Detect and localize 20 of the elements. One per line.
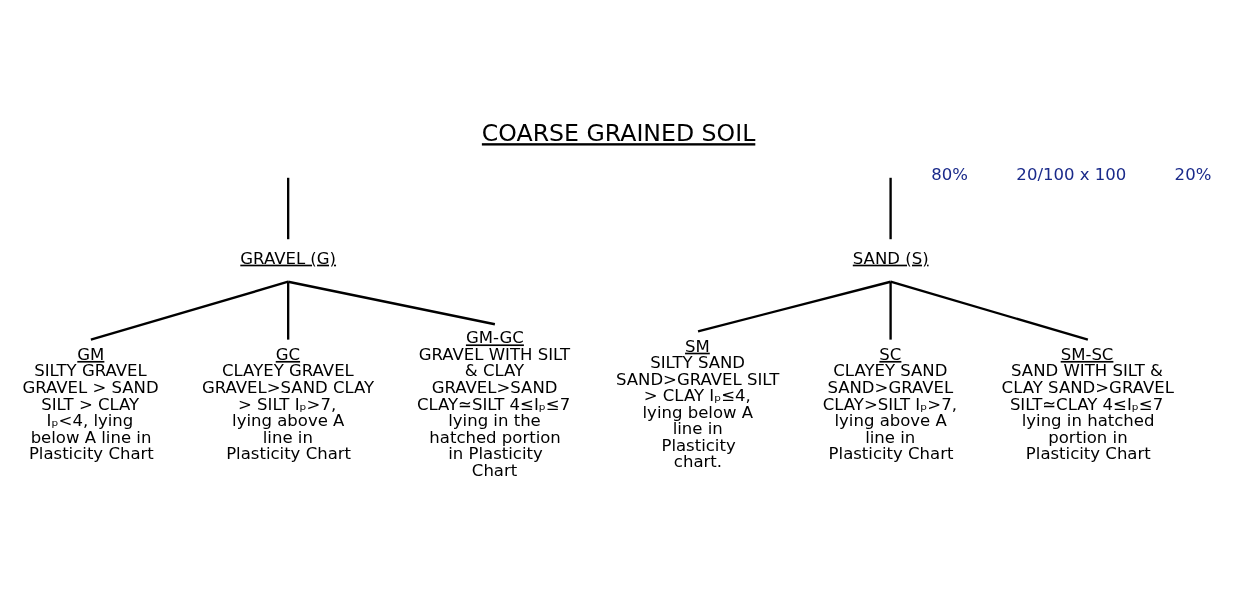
node-text: SAND (S) [852, 248, 929, 268]
label: 20/100 x 100 [1016, 164, 1127, 184]
node-text: SM-SC SAND WITH SILT & CLAY SAND>GRAVEL SILT≃CLAY 4≤Iₚ≤7 lying in hatched portion in Plasticity Chart [1001, 344, 1174, 464]
connector [287, 177, 290, 240]
diagram-title: COARSE GRAINED SOIL [481, 119, 756, 148]
node-text: GRAVEL (G) [240, 248, 337, 268]
node-text: GM-GC GRAVEL WITH SILT & CLAY GRAVEL>SAND CLAY≃SILT 4≤Iₚ≤7 lying in the hatched portion in Plasticity Chart [416, 328, 571, 480]
node-text: SC CLAYEY SAND SAND>GRAVEL CLAY>SILT Iₚ>7, lying above A line in Plasticity Chart [822, 344, 957, 464]
connector [90, 280, 289, 341]
connector [889, 177, 892, 240]
node-text: SM SILTY SAND SAND>GRAVEL SILT > CLAY Iₚ≤4, lying below A line in Plasticity chart. [615, 336, 780, 472]
label: 20% [1174, 164, 1212, 184]
node-text: GM SILTY GRAVEL GRAVEL > SAND SILT > CLAY Iₚ<4, lying below A line in Plasticity Chart [22, 344, 159, 464]
connector [889, 281, 892, 340]
connector [287, 280, 496, 326]
node-text: GC CLAYEY GRAVEL GRAVEL>SAND CLAY > SILT Iₚ>7, lying above A line in Plasticity Chart [201, 344, 375, 464]
label: 80% [931, 164, 969, 184]
connector [697, 280, 891, 333]
connector [287, 281, 290, 340]
connector [890, 280, 1089, 341]
